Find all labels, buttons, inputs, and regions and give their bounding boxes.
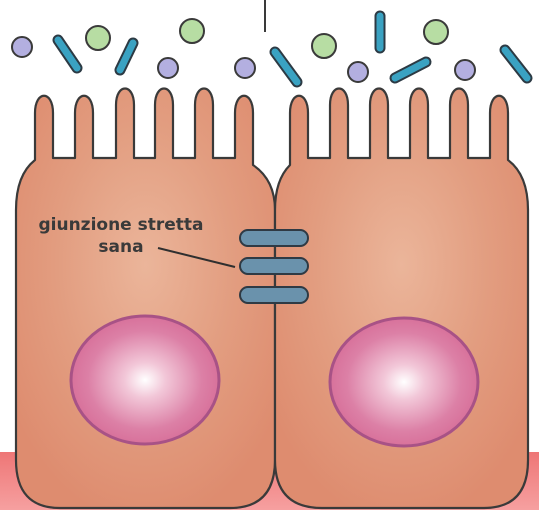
- particle-purple: [348, 62, 368, 82]
- particle-purple: [235, 58, 255, 78]
- particle-rod: [505, 50, 527, 78]
- right-nucleus: [330, 318, 478, 446]
- tight-junction-strand: [240, 258, 308, 274]
- particle-green: [86, 26, 110, 50]
- particle-purple: [158, 58, 178, 78]
- particle-purple: [455, 60, 475, 80]
- particle-purple: [12, 37, 32, 57]
- tight-junction-label-line1: giunzione stretta: [26, 214, 216, 236]
- tight-junction-strand: [240, 287, 308, 303]
- tight-junction-label: giunzione stretta sana: [26, 214, 216, 258]
- particle-green: [424, 20, 448, 44]
- particle-green: [312, 34, 336, 58]
- particle-rod: [58, 40, 77, 68]
- tight-junction-label-line2: sana: [26, 236, 216, 258]
- tight-junction-strand: [240, 230, 308, 246]
- particle-green: [180, 19, 204, 43]
- left-nucleus: [71, 316, 219, 444]
- particle-rod: [275, 52, 297, 82]
